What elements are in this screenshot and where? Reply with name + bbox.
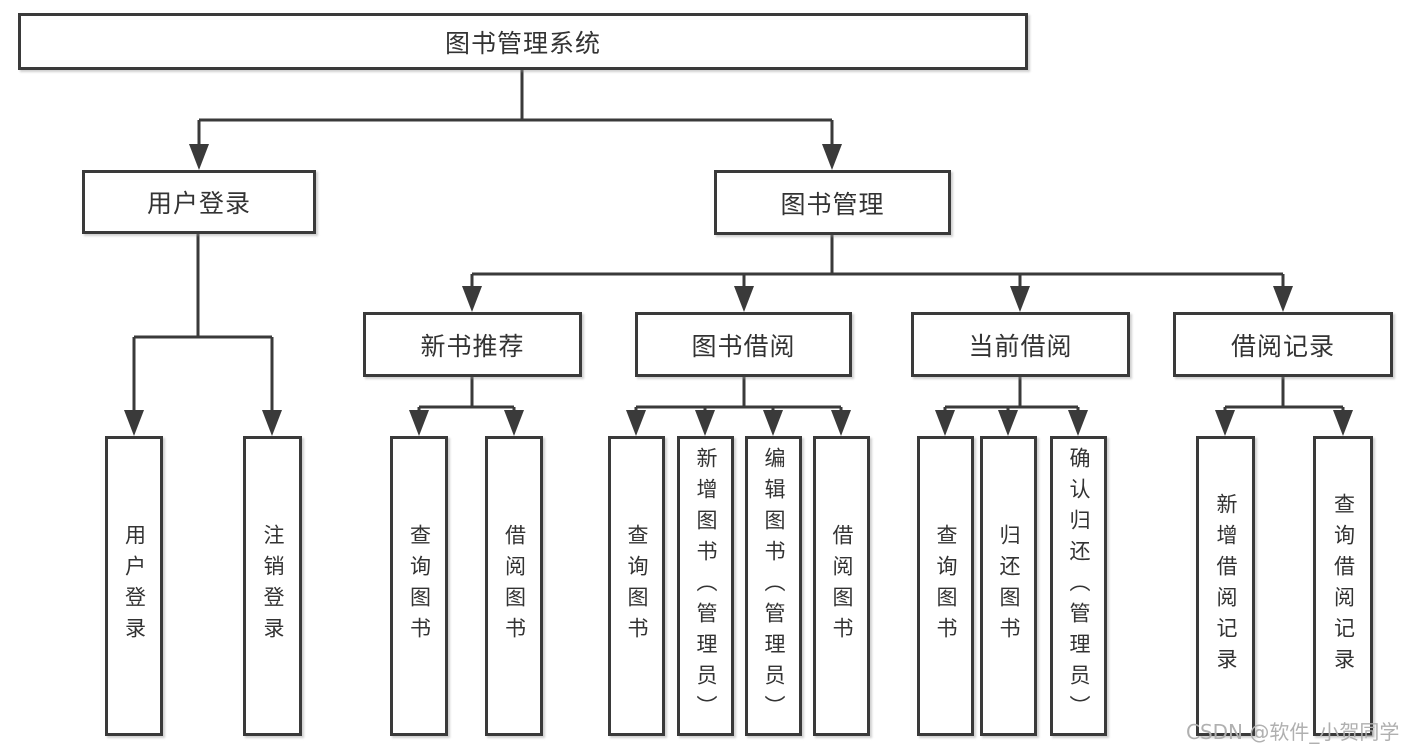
node-root-label: 图书管理系统 (444, 28, 601, 58)
node-new-book-recommend-label: 新书推荐 (420, 331, 525, 361)
leaf-query-borrow-record-label: 查询借阅记录 (1331, 493, 1356, 679)
node-current-borrowing-label: 当前借阅 (968, 331, 1073, 361)
leaf-add-borrow-record-label: 新增借阅记录 (1214, 493, 1238, 679)
connector-book-borrowing (626, 377, 851, 436)
leaf-confirm-return-admin-label: 确认归还（管理员） (1067, 446, 1091, 726)
node-current-borrowing: 当前借阅 (911, 312, 1130, 377)
leaf-query-books-current: 查询图书 (917, 436, 974, 736)
node-user-login-label: 用户登录 (146, 189, 251, 218)
connector-current-borrowing (935, 377, 1088, 436)
node-book-management-label: 图书管理 (780, 189, 885, 219)
node-book-borrowing-label: 图书借阅 (691, 331, 796, 361)
connector-new-book-recommend (409, 377, 524, 436)
leaf-query-books-borrowing-label: 查询图书 (625, 524, 649, 648)
leaf-confirm-return-admin: 确认归还（管理员） (1050, 436, 1107, 736)
leaf-query-books-recommend: 查询图书 (390, 436, 448, 736)
leaf-borrow-books-label: 借阅图书 (830, 524, 854, 648)
leaf-add-borrow-record: 新增借阅记录 (1196, 436, 1255, 736)
leaf-add-book-admin: 新增图书（管理员） (677, 436, 734, 736)
leaf-query-books-recommend-label: 查询图书 (407, 524, 432, 648)
leaf-borrow-books-recommend-label: 借阅图书 (502, 524, 527, 648)
leaf-edit-book-admin-label: 编辑图书（管理员） (762, 446, 786, 726)
leaf-return-books-label: 归还图书 (997, 524, 1021, 648)
leaf-add-book-admin-label: 新增图书（管理员） (694, 446, 718, 726)
node-borrow-records: 借阅记录 (1173, 312, 1393, 377)
leaf-borrow-books: 借阅图书 (813, 436, 870, 736)
connector-root (189, 70, 842, 170)
connector-borrow-records (1215, 377, 1353, 436)
leaf-return-books: 归还图书 (980, 436, 1037, 736)
leaf-edit-book-admin: 编辑图书（管理员） (745, 436, 802, 736)
node-borrow-records-label: 借阅记录 (1230, 331, 1335, 361)
node-root: 图书管理系统 (18, 13, 1028, 70)
node-new-book-recommend: 新书推荐 (363, 312, 582, 377)
leaf-query-books-current-label: 查询图书 (934, 524, 958, 648)
node-user-login: 用户登录 (82, 170, 316, 234)
leaf-logout-label: 注销登录 (261, 524, 285, 648)
leaf-user-login-label: 用户登录 (122, 524, 147, 648)
leaf-user-login: 用户登录 (105, 436, 163, 736)
leaf-query-books-borrowing: 查询图书 (608, 436, 665, 736)
node-book-management: 图书管理 (714, 170, 951, 235)
node-book-borrowing: 图书借阅 (635, 312, 852, 377)
leaf-borrow-books-recommend: 借阅图书 (485, 436, 543, 736)
csdn-watermark: CSDN @软件_小贺同学 (1186, 720, 1400, 744)
leaf-logout: 注销登录 (243, 436, 302, 736)
connector-book-management (462, 235, 1293, 312)
leaf-query-borrow-record: 查询借阅记录 (1313, 436, 1373, 736)
connector-user-login (124, 234, 282, 436)
